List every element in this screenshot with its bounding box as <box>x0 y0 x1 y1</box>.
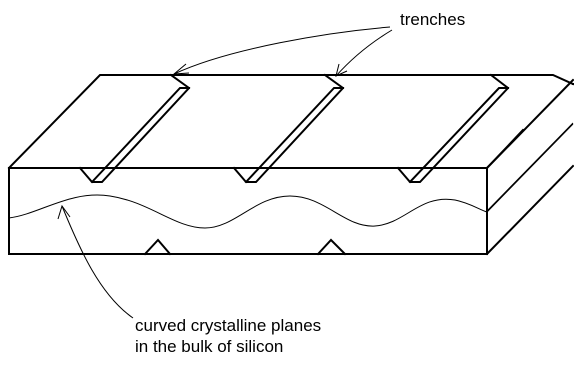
trenches-leader-arrowhead-1 <box>172 63 190 75</box>
trench-1 <box>78 73 191 184</box>
trenches-label: trenches <box>400 10 466 29</box>
trenches-leader-line-1 <box>173 26 391 75</box>
planes-leader-line <box>61 205 134 319</box>
bottom-groove-2 <box>316 238 347 256</box>
trench-3 <box>396 73 510 184</box>
trench-2 <box>232 73 345 184</box>
crystalline-plane-curve <box>8 123 574 229</box>
block-right-top-edge <box>485 74 574 170</box>
planes-label-line-1: curved crystalline planes <box>135 316 322 335</box>
block-top-back-edge <box>7 74 524 170</box>
planes-label-line-2: in the bulk of silicon <box>135 337 284 356</box>
block-right-face-inner <box>486 122 574 212</box>
planes-leader-arrowhead <box>57 204 71 220</box>
bottom-groove-1 <box>143 238 172 256</box>
trenches-leader-line-2 <box>335 29 393 77</box>
trenches-leader-arrowhead-2 <box>335 63 348 77</box>
